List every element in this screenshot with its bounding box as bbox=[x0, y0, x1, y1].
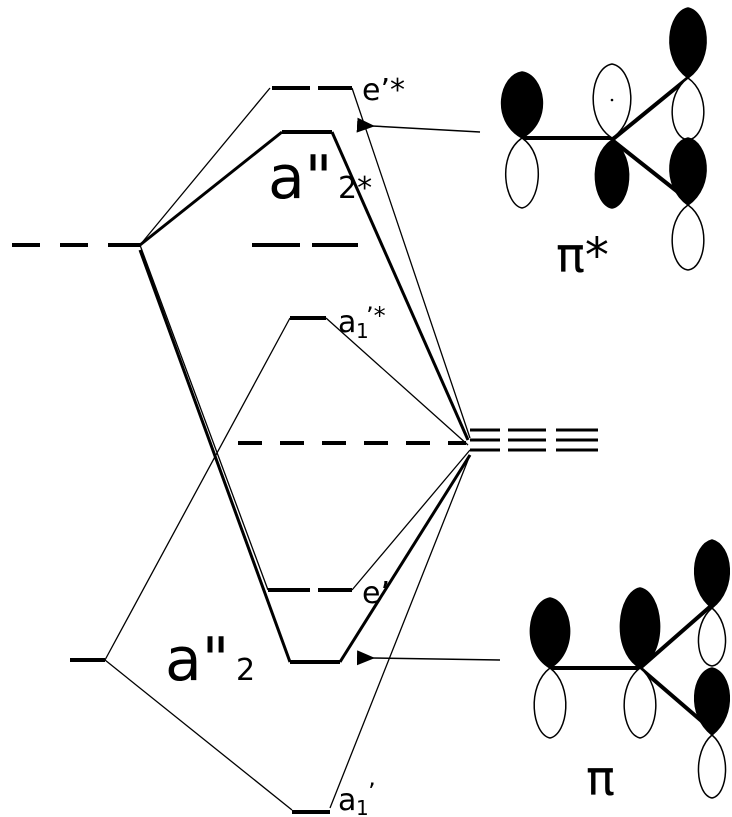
label-a1-prime-sub: 1 bbox=[356, 796, 369, 817]
label-a2-double-prime-star-main: a" bbox=[268, 143, 332, 213]
arrow-left-icon bbox=[356, 117, 481, 133]
correlation-lines bbox=[104, 87, 472, 811]
label-pi: π bbox=[586, 751, 615, 807]
label-a1-prime-sup: ’ bbox=[368, 778, 376, 806]
label-a1-prime-main: a bbox=[338, 783, 356, 817]
label-a2-double-prime-star: a" 2* bbox=[268, 143, 372, 213]
label-a1-prime-star: a 1 ’* bbox=[338, 302, 386, 343]
right-fragment-levels bbox=[470, 428, 598, 452]
label-a1-prime: a 1 ’ bbox=[338, 778, 376, 817]
label-a2-double-prime-main: a" bbox=[165, 625, 229, 695]
pi-star-orbital-icon bbox=[500, 7, 707, 271]
label-a1-prime-star-main: a bbox=[338, 305, 356, 340]
arrow-left-icon bbox=[356, 650, 501, 666]
label-a2-double-prime: a" 2 bbox=[165, 625, 255, 695]
label-pi-star: π* bbox=[556, 228, 609, 284]
label-a1-prime-star-sup: ’* bbox=[366, 302, 386, 330]
pi-orbital-icon bbox=[529, 539, 730, 799]
label-a2-double-prime-star-sub: 2* bbox=[338, 171, 372, 206]
label-a2-double-prime-sub: 2 bbox=[236, 653, 255, 688]
label-a1-prime-star-sub: 1 bbox=[356, 319, 369, 343]
label-e-prime: e’ bbox=[362, 576, 390, 611]
label-e-prime-star: e’* bbox=[362, 73, 405, 108]
